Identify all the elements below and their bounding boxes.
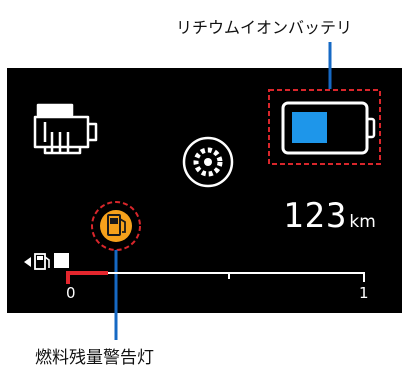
fuel-warning-icon	[100, 210, 132, 242]
engine-icon	[33, 103, 98, 155]
tire-pressure-icon	[182, 136, 234, 188]
callout-lithium-battery: リチウムイオンバッテリ	[176, 18, 353, 37]
callout-fuel-warning-light: 燃料残量警告灯	[35, 348, 154, 368]
battery-highlight-frame	[268, 89, 381, 165]
battery-icon	[281, 101, 376, 155]
fuel-segment-indicator	[54, 253, 69, 268]
fuel-scale-max-label: 1	[359, 284, 369, 302]
odometer-value: 123	[283, 196, 348, 236]
fuel-scale-min-label: 0	[66, 284, 76, 302]
fuel-gauge-scale	[66, 271, 365, 284]
fuel-pump-icon	[24, 253, 69, 270]
odometer-unit: km	[349, 212, 376, 232]
fuel-warning-highlight-ring	[91, 201, 141, 251]
fuel-low-zone	[66, 271, 108, 284]
